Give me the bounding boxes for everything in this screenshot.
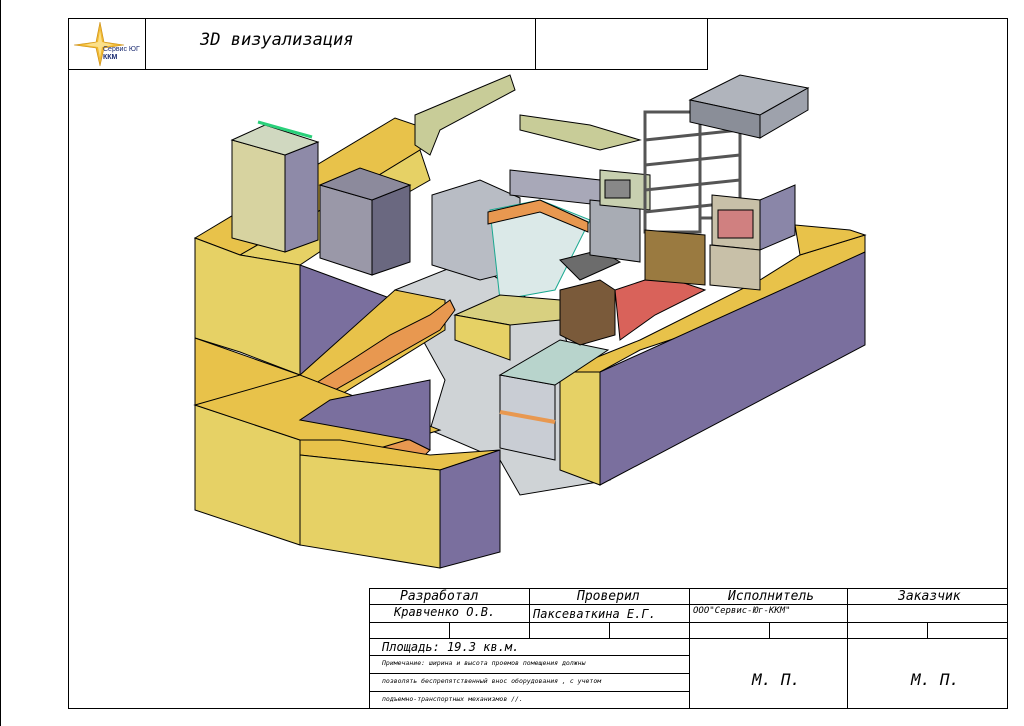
- developer-name: Кравченко О.В.: [394, 605, 496, 619]
- executor-label: Исполнитель: [728, 589, 815, 604]
- page-title: 3D визуализация: [200, 30, 354, 50]
- tall-cabinet-front: [231, 139, 286, 253]
- cash-block-front: [299, 454, 441, 569]
- checked-label: Проверил: [577, 589, 640, 604]
- logo-line-1: Сервис ЮГ: [103, 46, 140, 53]
- sheet-border-left: [0, 0, 1, 726]
- stamp-block: [369, 588, 1008, 709]
- tall-cabinet-top: [230, 124, 320, 156]
- wall-shelf-left: [414, 74, 516, 156]
- note-line-1: Примечание: ширина и высота проемов поме…: [382, 659, 586, 667]
- logo-cell: [69, 19, 146, 69]
- note-line-2: позволять беспрепятственный внос оборудо…: [382, 677, 602, 685]
- executor-name: ООО"Сервис-Юг-ККМ": [693, 606, 791, 616]
- back-wall-unit: [509, 169, 601, 206]
- display-shelf: [487, 199, 589, 233]
- title-cell: [146, 19, 536, 69]
- company-logo: [73, 21, 125, 67]
- right-counter-side: [599, 251, 866, 486]
- developed-label: Разработал: [400, 589, 479, 604]
- convection-oven-side: [759, 184, 796, 251]
- area-value: Площадь: 19.3 кв.м.: [382, 640, 520, 654]
- wall-shelf-right: [519, 114, 642, 151]
- seal-customer: М. П.: [911, 670, 960, 689]
- checker-name: Паксеваткина Е.Г.: [533, 607, 656, 621]
- refrigerator-side: [371, 184, 411, 276]
- title-block: [68, 18, 708, 70]
- customer-label: Заказчик: [898, 589, 961, 604]
- register-stand: [559, 279, 616, 346]
- logo-line-2: ККМ: [103, 54, 118, 61]
- freezer-top: [498, 339, 610, 386]
- back-right-counter: [794, 224, 867, 256]
- cash-block-side: [439, 449, 501, 569]
- note-line-3: подъемно-транспортных механизмов //.: [382, 695, 523, 703]
- right-counter-front: [559, 371, 601, 486]
- front-inner-side: [298, 379, 431, 451]
- oven-base-cabinet: [709, 244, 761, 291]
- refrigerator-top: [318, 167, 412, 201]
- tall-cabinet-side: [284, 141, 319, 253]
- back-cabinets: [589, 199, 641, 263]
- oven-stand: [644, 229, 706, 286]
- exhaust-hood-side: [759, 87, 809, 139]
- seal-executor: М. П.: [752, 670, 801, 689]
- right-counter-top: [559, 234, 866, 373]
- cooling-counter-front: [454, 314, 511, 361]
- refrigerator-front: [319, 184, 373, 276]
